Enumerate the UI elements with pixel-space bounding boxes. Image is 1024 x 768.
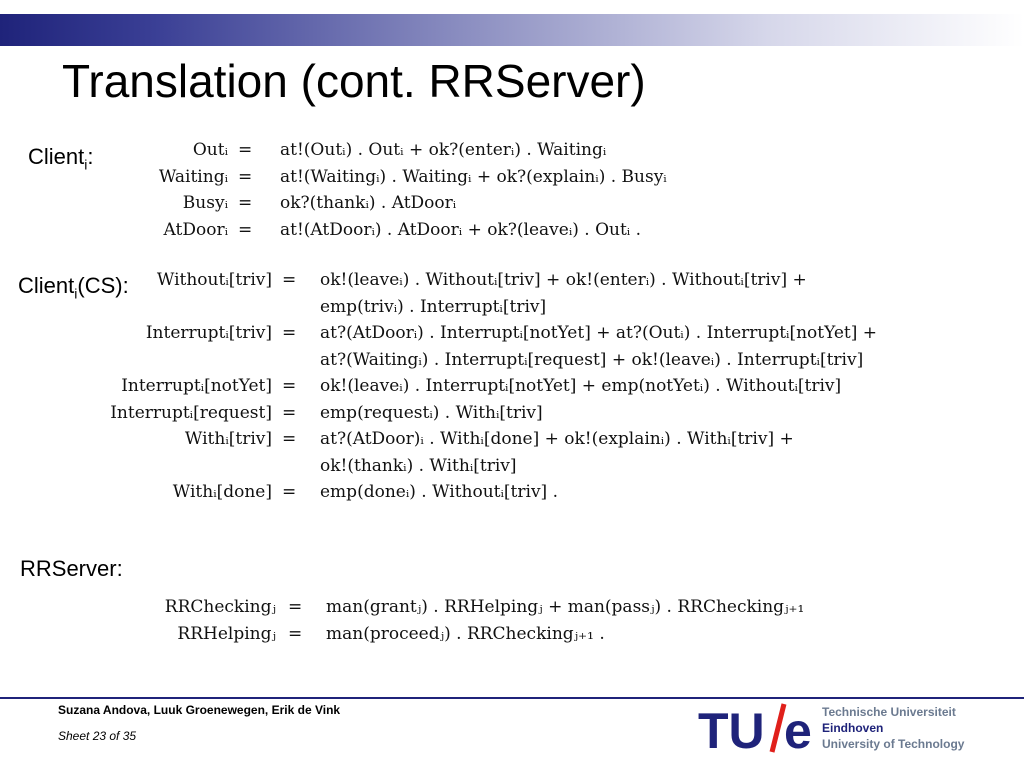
equation-row: ok!(thankᵢ) . Withᵢ[triv] — [0, 456, 1024, 483]
svg-text:e: e — [784, 703, 812, 758]
equation-row: Withᵢ[done] = emp(doneᵢ) . Withoutᵢ[triv] … — [0, 482, 1024, 509]
equation-rhs: emp(doneᵢ) . Withoutᵢ[triv] . — [320, 482, 558, 502]
equation-lhs: Withᵢ[done] — [172, 482, 272, 502]
client-label: Clienti: — [28, 144, 94, 173]
client-cs-label: Clienti(CS): — [18, 273, 129, 302]
equation-lhs: Busyᵢ — [182, 193, 228, 213]
equals-sign: = — [238, 219, 253, 240]
equation-rhs: ok!(thankᵢ) . Withᵢ[triv] — [320, 455, 517, 476]
tue-logo: TU e — [698, 700, 816, 762]
equation-row: at?(Waitingᵢ) . Interruptᵢ[request] + ok… — [0, 350, 1024, 377]
equation-lhs: Withoutᵢ[triv] — [156, 270, 272, 290]
equation-lhs: Waitingᵢ — [158, 166, 228, 187]
equation-rhs: ok?(thankᵢ) . AtDoorᵢ — [280, 193, 457, 213]
slide-title: Translation (cont. RRServer) — [62, 55, 646, 107]
svg-text:TU: TU — [698, 703, 765, 758]
equals-sign: = — [282, 376, 297, 396]
equation-rhs: ok!(leaveᵢ) . Withoutᵢ[triv] + ok!(enter… — [320, 270, 807, 290]
equation-rhs: emp(requestᵢ) . Withᵢ[triv] — [320, 402, 543, 423]
equals-sign: = — [238, 193, 253, 213]
footer-divider — [0, 697, 1024, 699]
equation-rhs: man(proceedⱼ) . RRCheckingⱼ₊₁ . — [326, 624, 605, 644]
equals-sign: = — [288, 597, 303, 617]
equals-sign: = — [282, 429, 297, 449]
equals-sign: = — [282, 402, 297, 423]
equation-row: RRHelpingⱼ = man(proceedⱼ) . RRCheckingⱼ₊₁… — [0, 624, 1024, 651]
equation-row: Interruptᵢ[notYet] = ok!(leaveᵢ) . Interru… — [0, 376, 1024, 403]
equation-rhs: at?(Waitingᵢ) . Interruptᵢ[request] + ok… — [320, 349, 864, 370]
equation-row: Interruptᵢ[request] = emp(requestᵢ) . With… — [0, 403, 1024, 430]
equation-lhs: Interruptᵢ[triv] — [145, 323, 272, 343]
equals-sign: = — [282, 270, 297, 290]
equation-row: AtDoorᵢ = at!(AtDoorᵢ) . AtDoorᵢ + ok?(lea… — [0, 220, 1024, 247]
equation-rhs: at?(AtDoorᵢ) . Interruptᵢ[notYet] + at?(… — [320, 323, 878, 343]
footer-authors: Suzana Andova, Luuk Groenewegen, Erik de… — [58, 703, 341, 717]
equation-row: RRCheckingⱼ = man(grantⱼ) . RRHelpingⱼ + m… — [0, 597, 1024, 624]
equation-row: Waitingᵢ = at!(Waitingᵢ) . Waitingᵢ + ok?(… — [0, 167, 1024, 194]
equation-lhs: RRCheckingⱼ — [164, 597, 276, 617]
equation-lhs: Interruptᵢ[notYet] — [121, 376, 272, 396]
equals-sign: = — [238, 166, 253, 187]
equation-row: Withoutᵢ[triv] = ok!(leaveᵢ) . Withoutᵢ[tr… — [0, 270, 1024, 297]
equation-rhs: at!(Outᵢ) . Outᵢ + ok?(enterᵢ) . Waiting… — [280, 140, 607, 160]
rrserver-label: RRServer: — [20, 556, 123, 581]
footer-sheet-number: Sheet 23 of 35 — [58, 729, 137, 743]
equation-rhs: man(grantⱼ) . RRHelpingⱼ + man(passⱼ) . … — [326, 597, 805, 617]
equation-lhs: Withᵢ[triv] — [184, 429, 272, 449]
equals-sign: = — [282, 482, 297, 502]
equals-sign: = — [282, 323, 297, 343]
equation-lhs: Outᵢ — [192, 140, 228, 160]
equation-lhs: Interruptᵢ[request] — [110, 402, 272, 423]
equation-row: Outᵢ = at!(Outᵢ) . Outᵢ + ok?(enterᵢ) . Wa… — [0, 140, 1024, 167]
title-bar-gradient — [0, 14, 1024, 46]
equals-sign: = — [288, 624, 303, 644]
equation-rhs: at!(AtDoorᵢ) . AtDoorᵢ + ok?(leaveᵢ) . O… — [280, 219, 642, 240]
equation-rhs: ok!(leaveᵢ) . Interruptᵢ[notYet] + emp(n… — [320, 376, 842, 396]
equation-lhs: AtDoorᵢ — [163, 219, 228, 240]
equals-sign: = — [238, 140, 253, 160]
equation-row: Interruptᵢ[triv] = at?(AtDoorᵢ) . Interrup… — [0, 323, 1024, 350]
equation-rhs: emp(trivᵢ) . Interruptᵢ[triv] — [320, 296, 547, 317]
equation-rhs: at?(AtDoor)ᵢ . Withᵢ[done] + ok!(explain… — [320, 429, 794, 449]
equation-lhs: RRHelpingⱼ — [177, 624, 276, 644]
university-name: Technische Universiteit Eindhoven Univer… — [822, 705, 965, 751]
equation-row: emp(trivᵢ) . Interruptᵢ[triv] — [0, 297, 1024, 324]
equation-row: Busyᵢ = ok?(thankᵢ) . AtDoorᵢ — [0, 193, 1024, 220]
equation-row: Withᵢ[triv] = at?(AtDoor)ᵢ . Withᵢ[done] +… — [0, 429, 1024, 456]
equation-rhs: at!(Waitingᵢ) . Waitingᵢ + ok?(explainᵢ)… — [280, 166, 667, 187]
